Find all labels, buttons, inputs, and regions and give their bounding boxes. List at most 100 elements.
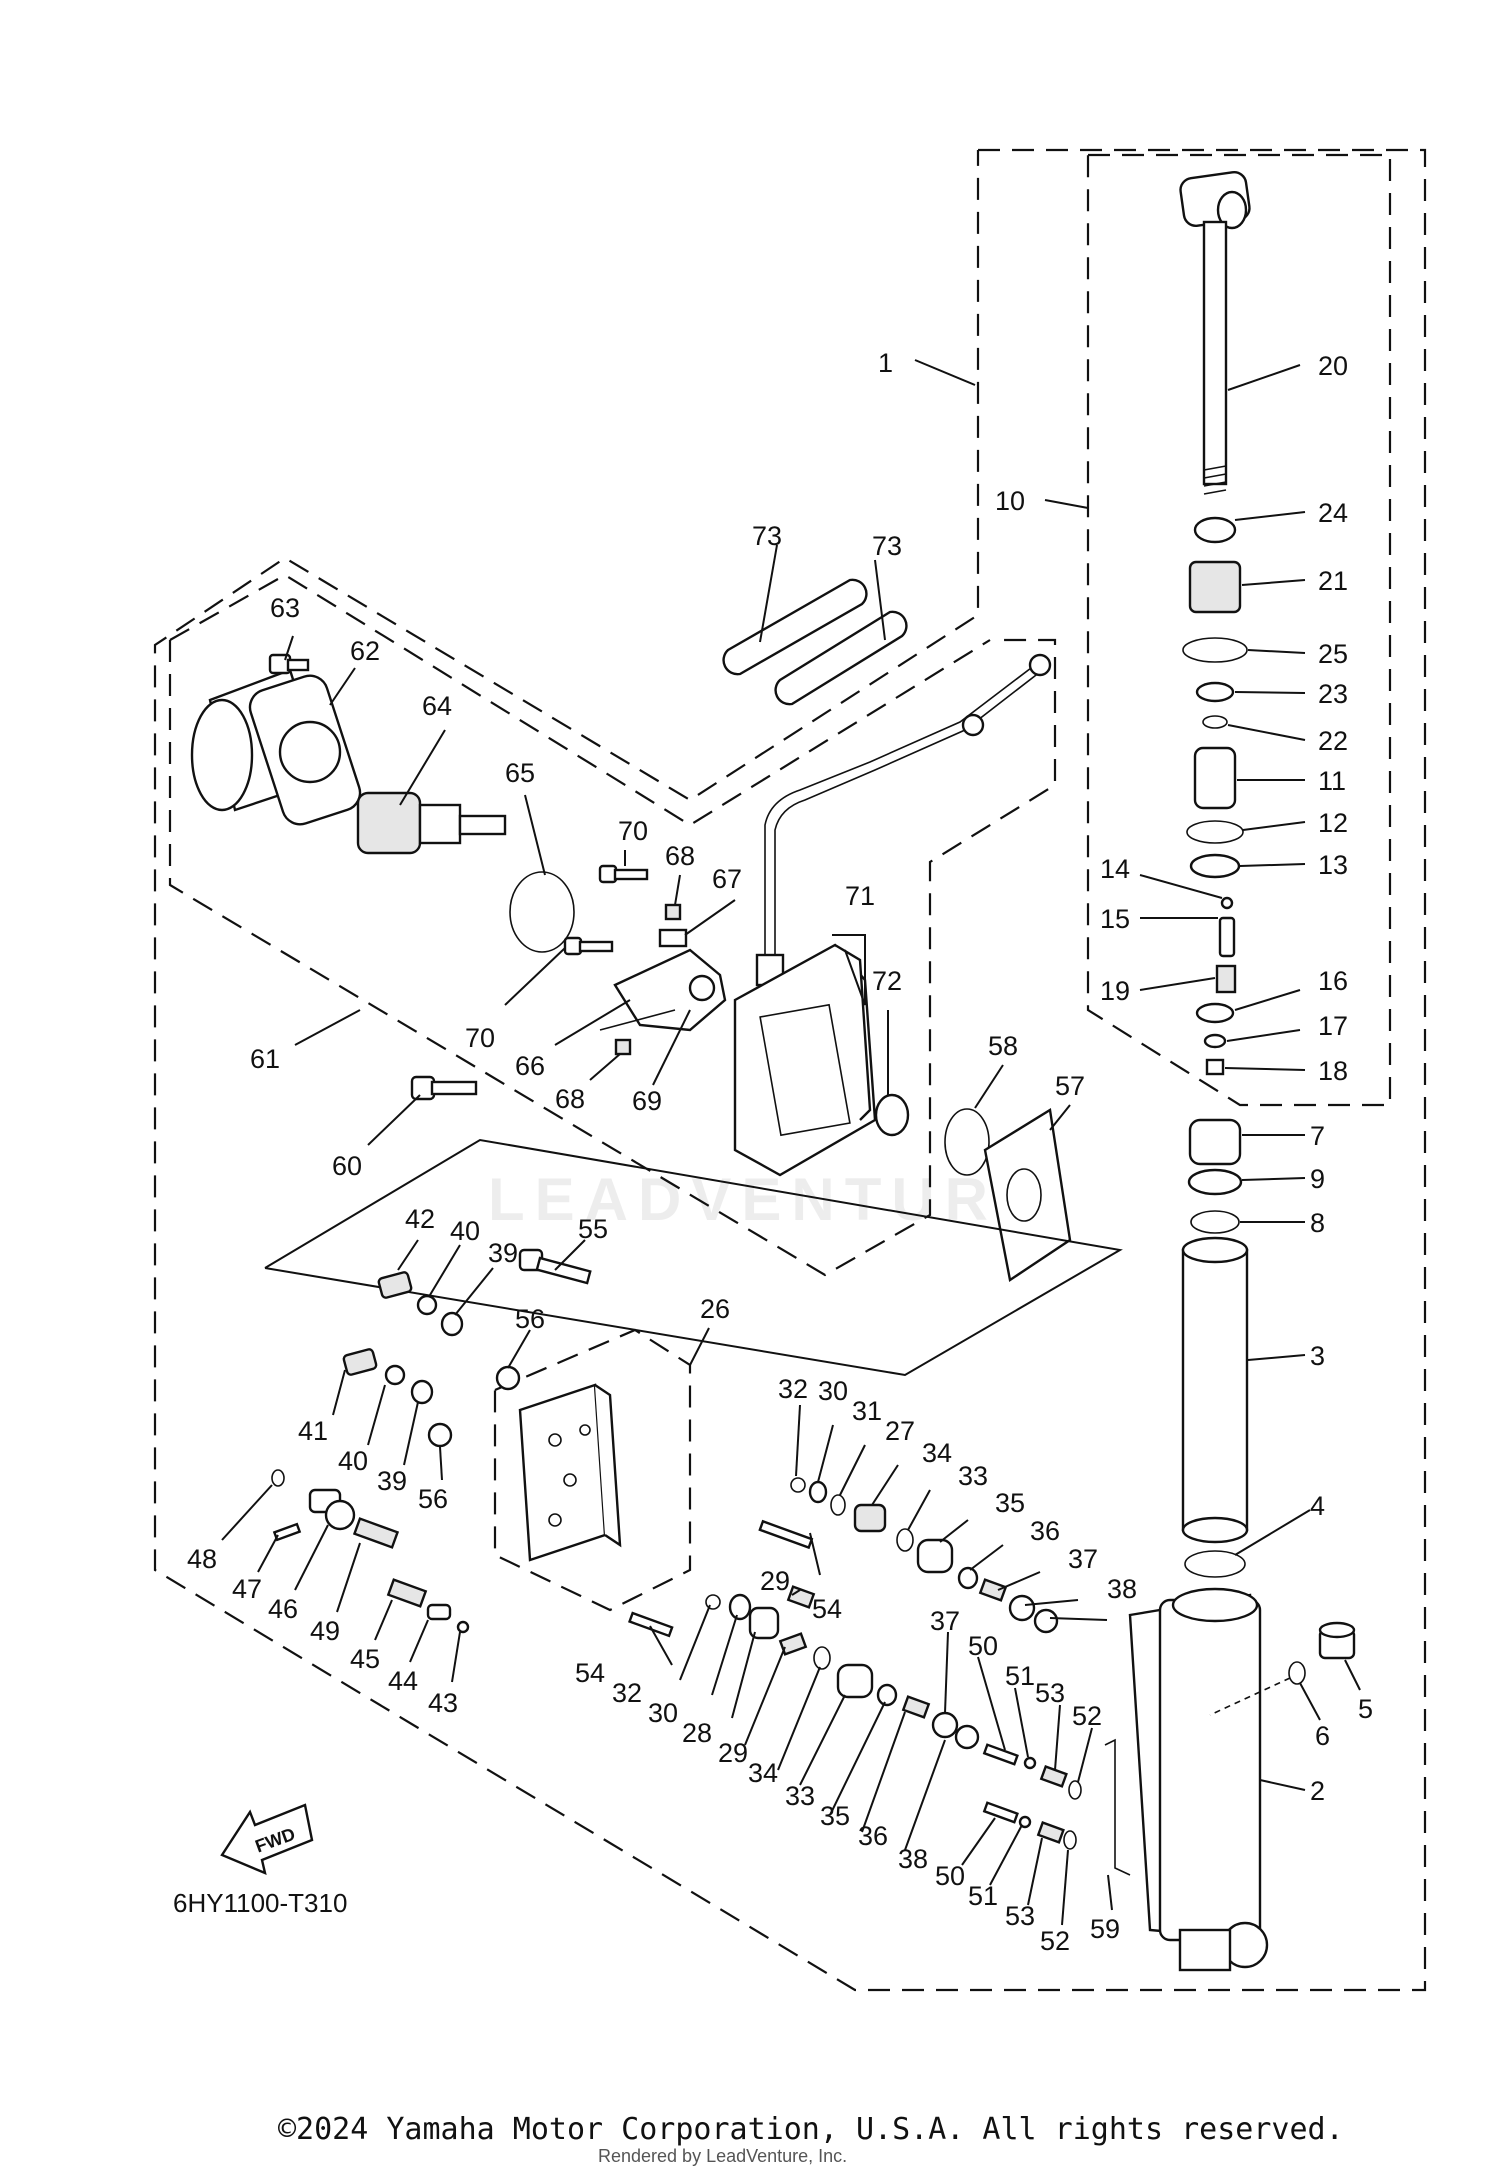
motor-o-ring	[509, 871, 575, 953]
callout-41: 41	[298, 1416, 328, 1446]
washer-small	[1195, 681, 1235, 703]
motor-screw	[268, 653, 310, 675]
o-ring-34b	[813, 1646, 831, 1670]
pin-47	[272, 1522, 302, 1542]
ball-51b	[1018, 1815, 1032, 1829]
callout-55: 55	[578, 1214, 608, 1244]
seat-40b	[384, 1364, 406, 1386]
callout-13: 13	[1318, 850, 1348, 880]
callout-15: 15	[1100, 904, 1130, 934]
pin	[1218, 916, 1236, 958]
pin-54b	[628, 1611, 674, 1638]
copyright-notice: ©2024 Yamaha Motor Corporation, U.S.A. A…	[278, 2112, 1344, 2147]
fwd-arrow-icon: FWD	[220, 1803, 314, 1876]
pin-44	[426, 1603, 452, 1621]
callout-18: 18	[1318, 1056, 1348, 1086]
callout-68b: 68	[555, 1084, 585, 1114]
seat-40a	[416, 1294, 438, 1316]
callout-22: 22	[1318, 726, 1348, 756]
callout-6: 6	[1315, 1721, 1330, 1751]
callout-49: 49	[310, 1616, 340, 1646]
brush	[658, 928, 688, 948]
callout-17: 17	[1318, 1011, 1348, 1041]
reservoir-seal	[874, 1093, 910, 1137]
callout-9: 9	[1310, 1164, 1325, 1194]
callout-66: 66	[515, 1051, 545, 1081]
bolt-55	[518, 1248, 592, 1285]
callout-62: 62	[350, 636, 380, 666]
callout-23: 23	[1318, 679, 1348, 709]
callout-69: 69	[632, 1086, 662, 1116]
motor-housing	[190, 668, 362, 826]
rendered-by-note: Rendered by LeadVenture, Inc.	[598, 2146, 848, 2166]
callout-51b: 51	[968, 1881, 998, 1911]
lead-wire	[755, 653, 1052, 987]
spring-36a	[978, 1578, 1008, 1602]
callout-57: 57	[1055, 1071, 1085, 1101]
plug-o-ring	[1288, 1661, 1306, 1685]
o-ring-31	[830, 1494, 846, 1516]
callout-39b: 39	[377, 1466, 407, 1496]
seat-35a	[957, 1566, 979, 1590]
spring-53b	[1036, 1821, 1065, 1844]
callout-21: 21	[1318, 566, 1348, 596]
callout-44: 44	[388, 1666, 418, 1696]
callout-30a: 30	[818, 1376, 848, 1406]
callout-53a: 53	[1035, 1678, 1065, 1708]
washer-tiny	[1203, 1033, 1227, 1049]
reservoir-o-ring	[944, 1108, 990, 1176]
ring-48	[271, 1469, 285, 1487]
callout-46: 46	[268, 1594, 298, 1624]
callout-36b: 36	[858, 1821, 888, 1851]
spool-27	[853, 1503, 887, 1533]
tube-pair	[722, 578, 908, 706]
callout-71: 71	[845, 881, 875, 911]
callout-34a: 34	[922, 1438, 952, 1468]
spring-49	[352, 1517, 400, 1549]
valve-assembly	[264, 1138, 1123, 1850]
brush-spring-bottom	[614, 1038, 632, 1056]
callout-11: 11	[1318, 766, 1346, 796]
callout-25: 25	[1318, 639, 1348, 669]
callout-61: 61	[250, 1044, 280, 1074]
motor-assembly	[190, 578, 1072, 1283]
callout-43: 43	[428, 1688, 458, 1718]
spring-41	[342, 1348, 378, 1376]
callout-39a: 39	[488, 1238, 518, 1268]
callout-60: 60	[332, 1151, 362, 1181]
callout-30b: 30	[648, 1698, 678, 1728]
callout-14: 14	[1100, 854, 1130, 884]
spring-29b	[778, 1632, 808, 1656]
callout-68a: 68	[665, 841, 695, 871]
bolt-small	[1205, 1058, 1225, 1076]
callout-70b: 70	[465, 1023, 495, 1053]
cylinder-body	[1128, 1587, 1269, 1972]
cylinder-o-ring	[1184, 1550, 1246, 1578]
shim	[1195, 1002, 1235, 1024]
callout-33a: 33	[958, 1461, 988, 1491]
callout-4: 4	[1310, 1491, 1325, 1521]
o-ring-large	[1182, 637, 1248, 663]
free-piston	[1188, 1118, 1242, 1166]
pin-54a	[758, 1519, 814, 1550]
callout-29a: 29	[760, 1566, 790, 1596]
o-ring-52a	[1068, 1780, 1082, 1800]
spring-small	[1215, 964, 1237, 994]
o-ring-tiny	[1202, 715, 1228, 729]
armature	[356, 791, 507, 855]
callout-26: 26	[700, 1294, 730, 1324]
sleeve-28	[748, 1606, 780, 1640]
circlip-32b	[705, 1594, 721, 1610]
callout-48: 48	[187, 1544, 217, 1574]
callout-35b: 35	[820, 1801, 850, 1831]
brush-spring-top	[664, 903, 682, 921]
gasket-plate	[983, 1108, 1072, 1283]
leader-lines	[221, 359, 1361, 1926]
washer-56b	[427, 1422, 453, 1448]
pin-50a	[982, 1743, 1019, 1766]
callout-32a: 32	[778, 1374, 808, 1404]
free-piston-washer	[1187, 1168, 1243, 1196]
callout-40b: 40	[338, 1446, 368, 1476]
callout-24: 24	[1318, 498, 1348, 528]
callout-34b: 34	[748, 1758, 778, 1788]
